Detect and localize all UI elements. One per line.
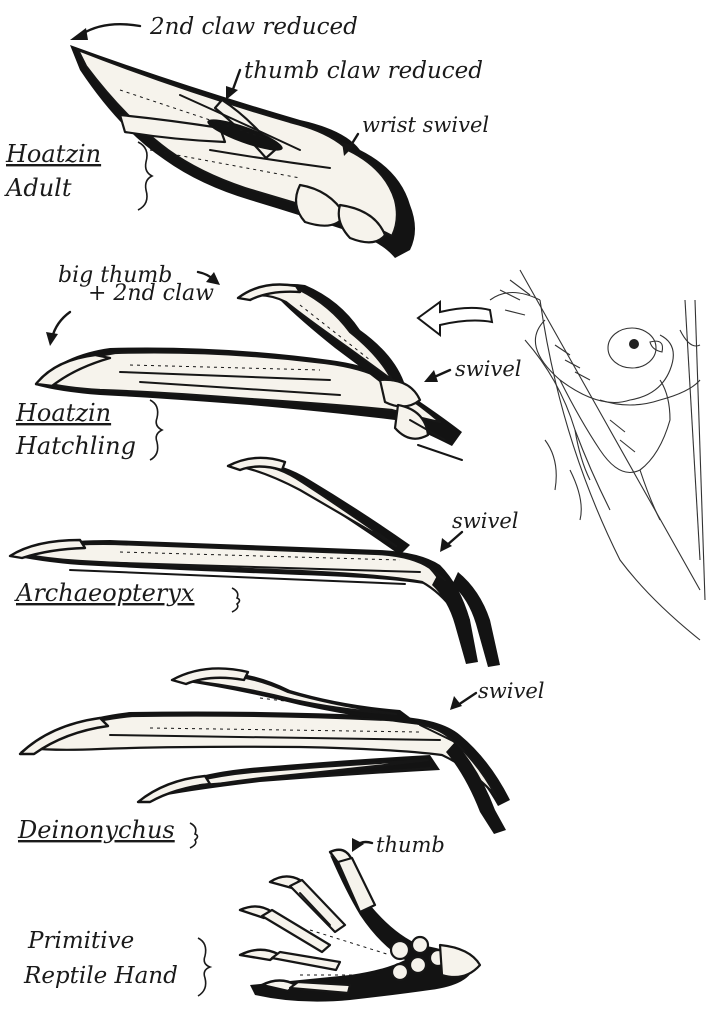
label-deinonychus: Deinonychus <box>17 816 175 844</box>
label-hoatzin-hatchling-name: Hoatzin <box>15 399 111 427</box>
reference-arrow <box>418 302 492 335</box>
label-wrist-swivel: wrist swivel <box>362 113 489 137</box>
deinonychus-hand <box>20 668 510 834</box>
label-plus-second-claw: + 2nd claw <box>88 281 214 306</box>
primitive-reptile-hand <box>240 850 480 1002</box>
label-hoatzin-hatchling-stage: Hatchling <box>15 432 136 460</box>
label-swivel-hatchling: swivel <box>455 357 521 381</box>
label-swivel-deinonychus: swivel <box>478 679 544 703</box>
label-thumb-claw-reduced: thumb claw reduced <box>244 58 483 84</box>
label-swivel-archaeopteryx: swivel <box>452 509 518 533</box>
arrow-swivel-deinonychus <box>458 693 476 705</box>
label-primitive: Primitive <box>27 928 134 954</box>
archaeopteryx-wing <box>10 458 500 667</box>
label-hoatzin-adult-name: Hoatzin <box>5 140 101 168</box>
hoatzin-hatchling-sketch <box>490 270 705 640</box>
arrow-second-claw <box>82 24 140 34</box>
label-archaeopteryx: Archaeopteryx <box>14 579 195 607</box>
label-reptile-hand: Reptile Hand <box>23 963 178 989</box>
label-thumb: thumb <box>376 833 445 857</box>
label-hoatzin-adult-stage: Adult <box>4 174 72 202</box>
label-second-claw-reduced: 2nd claw reduced <box>149 14 358 40</box>
